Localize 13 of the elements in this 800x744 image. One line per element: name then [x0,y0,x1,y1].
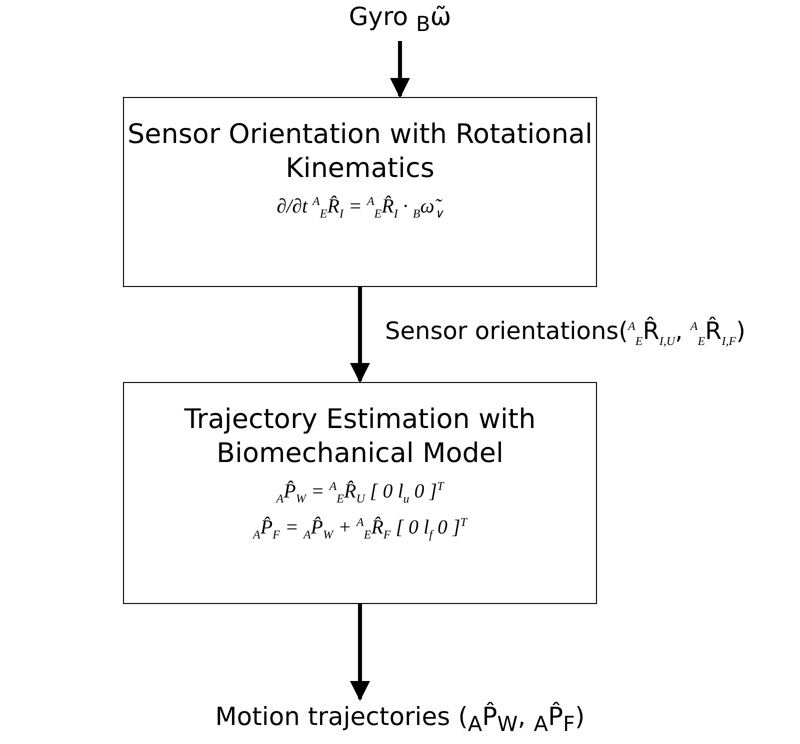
arrow [350,604,370,701]
flow-label: Gyro $_{B}$ω̃ [348,1,452,38]
box-title: Trajectory Estimation with Biomechanical Model [183,403,537,471]
flow-label: Motion trajectories ($_{A}$P̂$_{W}$, $_{A}$P̂$_{F}$) [214,700,586,738]
arrow [390,41,410,98]
arrow [350,287,370,383]
formula: $_{A}$P̂$_{F}$ = $_{A}$P̂$_{W}$ + $^{A}$$_{E}$R̂$_{F}$ [ 0 l$_{f}$ 0 ]$^{T}$ [252,514,468,542]
edge-label: Sensor orientations($^{A}$$_{E}$R̂$_{I,U}$, $^{A}$$_{E}$R̂$_{I,F}$) [385,316,746,348]
formula: $_{A}$P̂$_{W}$ = $^{A}$$_{E}$R̂$_{U}$ [ 0 l$_{u}$ 0 ]$^{T}$ [274,479,446,507]
process-box [123,382,597,604]
process-box [123,97,597,287]
formula: ∂/∂t $^{A}$$_{E}$R̂$_{I}$ = $^{A}$$_{E}$R̂$_{I}$ · $_{B}$ω̃$_{∨}$ [276,194,444,222]
box-title: Sensor Orientation with Rotational Kinematics [126,118,594,186]
